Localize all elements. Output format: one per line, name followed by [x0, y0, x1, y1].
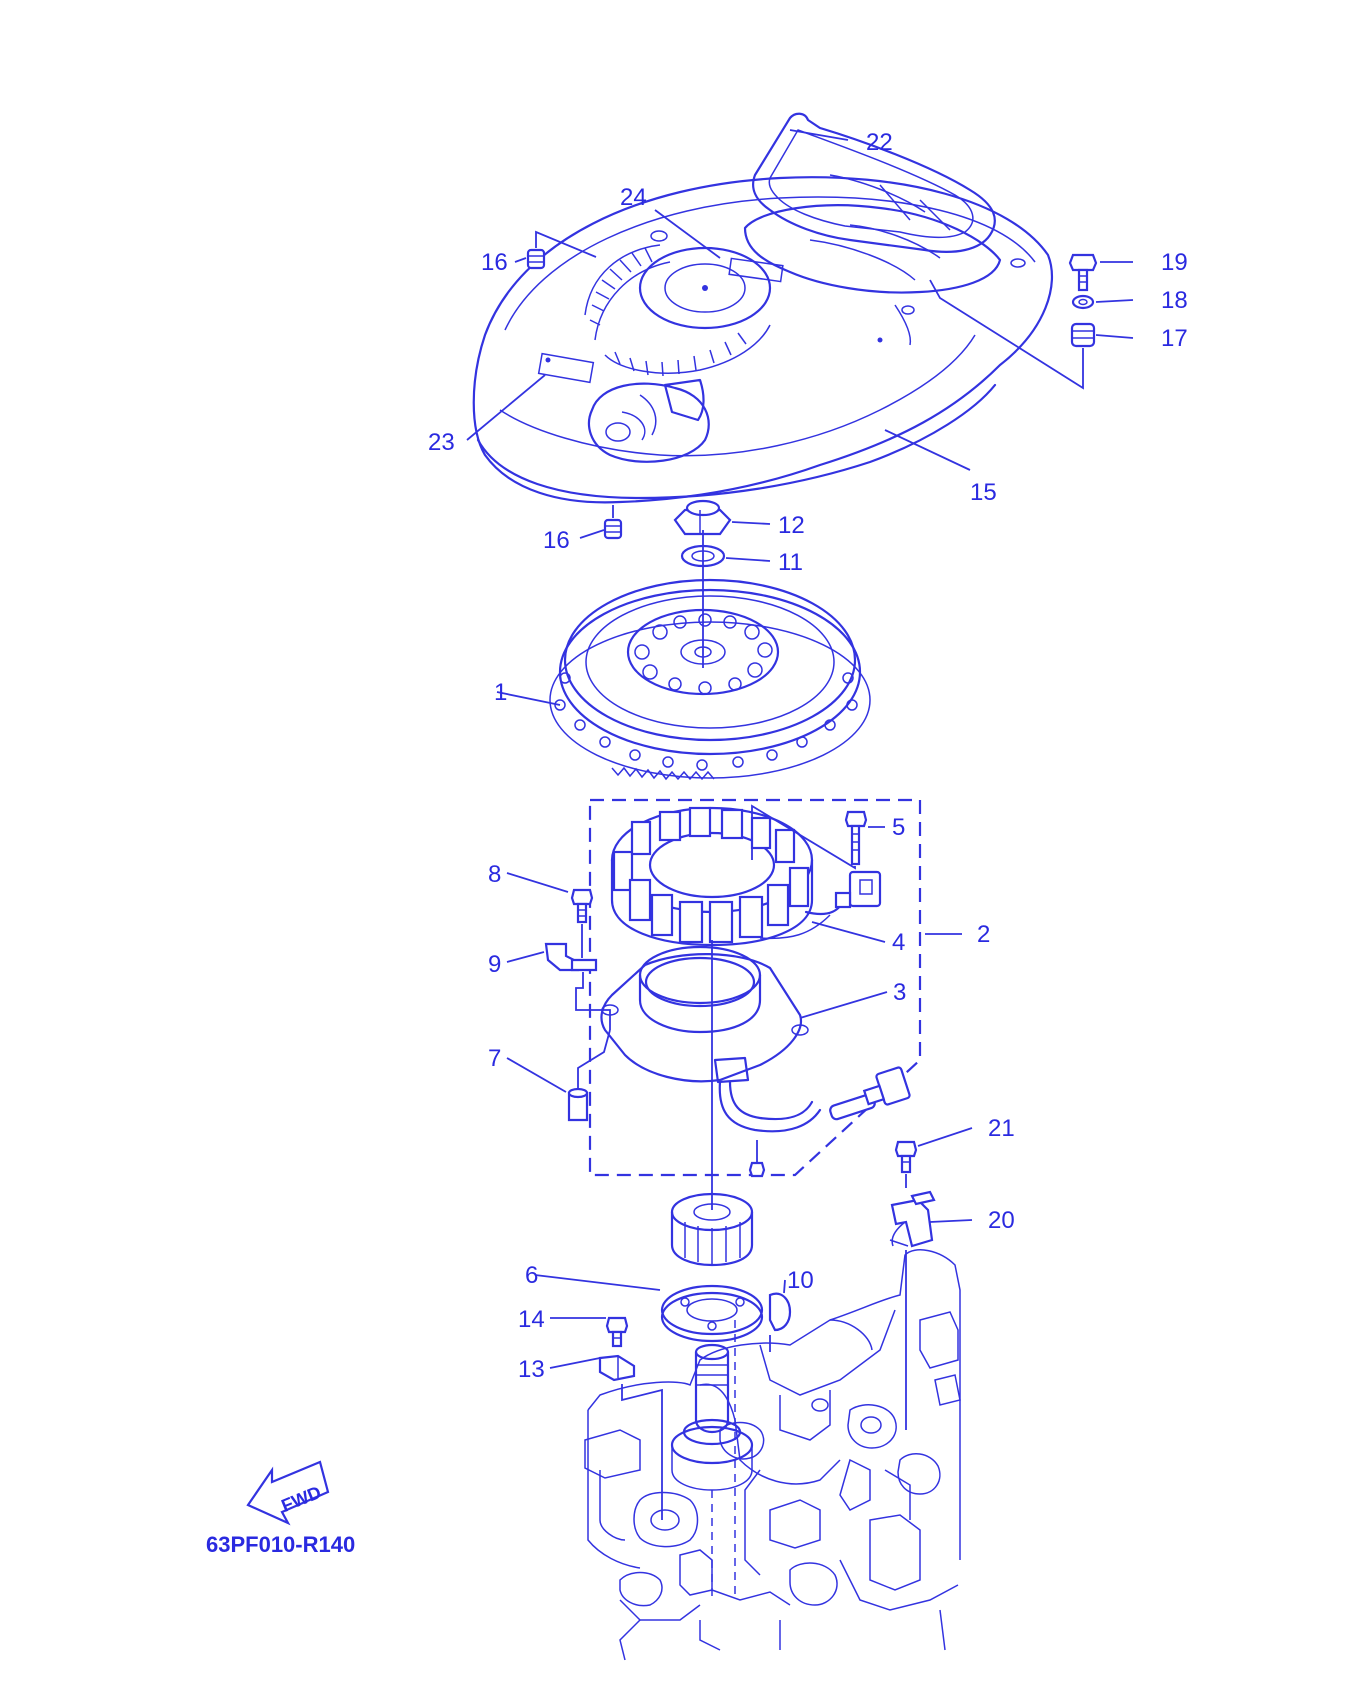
- bracket-bolt: [894, 1140, 918, 1188]
- callout-15: 15: [970, 479, 997, 506]
- callout-13: 13: [518, 1356, 545, 1383]
- rotor-plate: [660, 1284, 764, 1343]
- cover-vent-fins: [584, 244, 771, 377]
- callout-2: 2: [977, 921, 990, 948]
- callout-21: 21: [988, 1115, 1015, 1142]
- callout-20: 20: [988, 1207, 1015, 1234]
- callout-24: 24: [620, 184, 647, 211]
- callout-7: 7: [488, 1045, 501, 1072]
- lead-wire-clamp: [544, 942, 611, 1030]
- cover-handle: [752, 112, 996, 253]
- fwd-arrow-icon: FWD: [246, 1460, 330, 1526]
- callout-5: 5: [892, 814, 905, 841]
- callout-16-upper: 16: [481, 249, 508, 276]
- drawing-code: 63PF010-R140: [206, 1532, 355, 1557]
- callout-14: 14: [518, 1306, 545, 1333]
- bracket: [889, 1190, 936, 1430]
- clamp-screw: [570, 888, 594, 958]
- callout-23: 23: [428, 429, 455, 456]
- stator-base: [600, 945, 911, 1178]
- callout-10: 10: [787, 1267, 814, 1294]
- grommet-lower: [603, 505, 623, 540]
- crankcase-block: [584, 1249, 961, 1661]
- grommet-upper: [526, 230, 597, 270]
- leader-lines: [466, 129, 1134, 1369]
- collar: [567, 1029, 611, 1122]
- callout-4: 4: [892, 929, 905, 956]
- callout-6: 6: [525, 1262, 538, 1289]
- stator-poles: [612, 806, 810, 944]
- lower-clamp: [598, 1354, 663, 1520]
- flywheel-nut: [673, 499, 732, 536]
- stator-bolt: [751, 804, 868, 870]
- clamp-screw-lower: [605, 1316, 629, 1348]
- callout-12: 12: [778, 512, 805, 539]
- flywheel-ring-holes: [554, 672, 858, 771]
- woodruff-key: [768, 1292, 792, 1352]
- callout-16-lower: 16: [543, 527, 570, 554]
- rotor-hub: [670, 1192, 754, 1267]
- callout-19: 19: [1161, 249, 1188, 276]
- callout-1: 1: [494, 679, 507, 706]
- callout-8: 8: [488, 861, 501, 888]
- flywheel-cover: [472, 176, 1053, 504]
- stator: [610, 806, 882, 947]
- callout-17: 17: [1161, 325, 1188, 352]
- callout-3: 3: [893, 979, 906, 1006]
- callout-labels: 1 2 3 4 5 6 7 8 9 10 11 12 13 14 15 16 1…: [428, 129, 1188, 1383]
- cover-bolt-assembly: [929, 253, 1098, 390]
- callout-22: 22: [866, 129, 893, 156]
- callout-11: 11: [778, 549, 803, 576]
- flywheel: [549, 578, 871, 781]
- stator-assembly-box: [588, 798, 922, 1177]
- callout-18: 18: [1161, 287, 1188, 314]
- callout-9: 9: [488, 951, 501, 978]
